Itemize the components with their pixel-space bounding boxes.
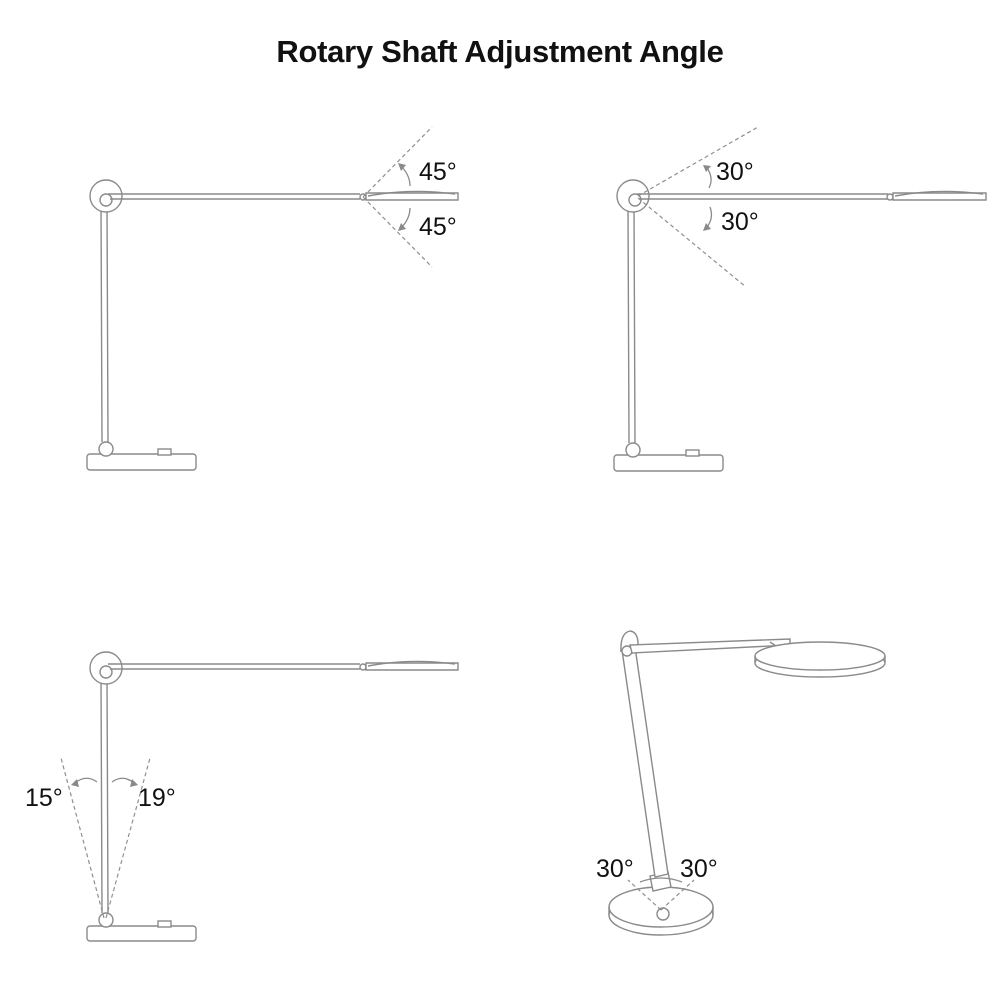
up-angle-arc [401, 166, 411, 187]
lamp-base [86, 925, 197, 942]
panel-head-rotation: 45° 45° [86, 126, 459, 471]
left-angle-arc [74, 777, 98, 784]
up-angle-label: 45° [419, 158, 457, 186]
base-button [157, 448, 172, 456]
lamp-drawing [86, 651, 459, 942]
left-angle-label: 15° [25, 784, 63, 812]
base-joint [625, 442, 641, 458]
upper-limit-line [637, 126, 759, 197]
down-angle-label: 30° [721, 208, 759, 236]
base-joint [98, 912, 114, 928]
lamp-base [613, 454, 724, 472]
lamp-base [86, 453, 197, 471]
left-angle-label: 30° [596, 855, 634, 883]
lamp-pole [100, 204, 103, 443]
down-angle-arc [706, 206, 713, 228]
base-joint [98, 441, 114, 457]
panel-base-swivel: 30° 30° [596, 630, 886, 936]
right-angle-label: 19° [138, 784, 176, 812]
lower-limit-line [362, 196, 433, 268]
up-angle-label: 30° [716, 158, 754, 186]
up-angle-arc [706, 167, 712, 189]
page-title: Rotary Shaft Adjustment Angle [276, 34, 724, 69]
top-hinge [620, 630, 639, 653]
left-limit-line [60, 757, 105, 919]
head-joint [886, 193, 894, 201]
lamp-head [892, 192, 987, 201]
right-limit-line [660, 879, 695, 911]
right-angle-arc [111, 777, 135, 784]
base-button [685, 449, 700, 457]
lamp-head [754, 641, 886, 671]
base-button [157, 920, 172, 928]
swivel-arc [639, 877, 683, 883]
lower-limit-line [637, 197, 747, 288]
right-angle-label: 30° [680, 855, 718, 883]
panel-arm-rotation: 30° 30° [613, 126, 987, 472]
lamp-drawing [86, 179, 459, 471]
panel-pole-tilt: 15° 19° [25, 651, 459, 942]
lamp-drawing [613, 179, 987, 472]
lamp-head [365, 662, 459, 671]
upper-limit-line [362, 126, 433, 198]
base-knob [656, 907, 670, 921]
head-joint [359, 663, 367, 671]
lamp-drawing [608, 630, 886, 936]
left-limit-line [627, 879, 662, 911]
lamp-pole [627, 205, 630, 444]
lamp-pole [621, 646, 669, 878]
down-angle-arc [401, 207, 411, 228]
lamp-head [365, 192, 459, 201]
lamp-pole [100, 676, 103, 914]
down-angle-label: 45° [419, 213, 457, 241]
